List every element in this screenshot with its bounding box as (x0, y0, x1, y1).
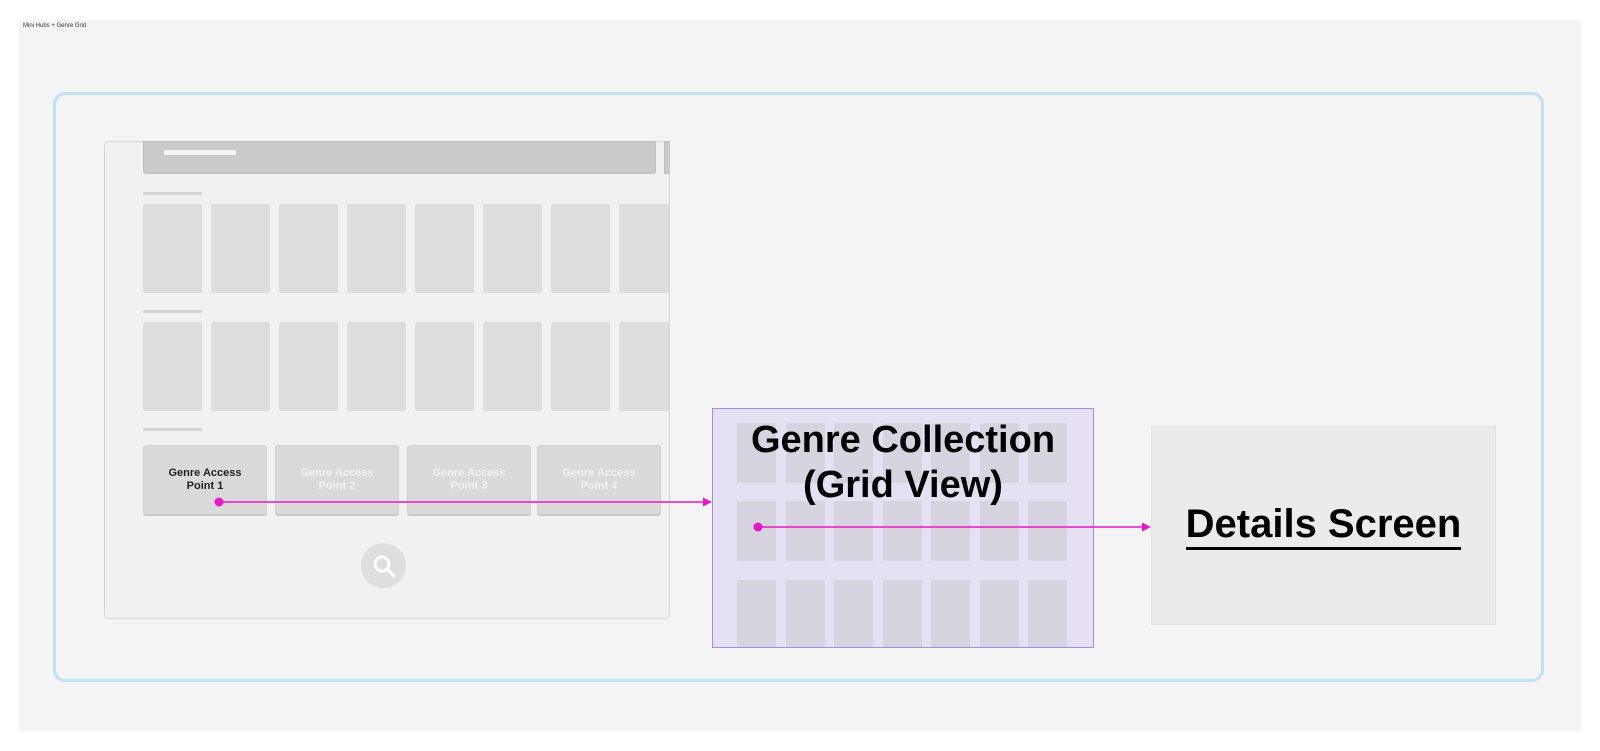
grid-tile-placeholder[interactable] (785, 580, 825, 647)
grid-tile-placeholder[interactable] (979, 501, 1019, 561)
genre-access-point-4[interactable]: Genre Access Point 4 (537, 445, 661, 516)
search-bar-text-placeholder (164, 150, 236, 155)
hub-tile-placeholder[interactable] (143, 322, 202, 411)
genre-access-point-label: Genre Access Point 3 (432, 467, 506, 492)
row-label-placeholder (143, 192, 202, 195)
grid-tile-placeholder[interactable] (979, 423, 1019, 483)
row-label-placeholder (143, 310, 202, 313)
grid-tile-placeholder[interactable] (1028, 501, 1067, 561)
genre-access-point-1[interactable]: Genre Access Point 1 (143, 445, 267, 516)
hub-tile-placeholder[interactable] (483, 322, 542, 411)
search-button[interactable] (361, 543, 406, 588)
hub-tile-placeholder[interactable] (279, 204, 338, 293)
grid-tile-placeholder[interactable] (1028, 423, 1067, 483)
hub-tile-placeholder[interactable] (143, 204, 202, 293)
grid-tile-placeholder[interactable] (834, 580, 873, 647)
grid-tile-placeholder[interactable] (834, 501, 873, 561)
hub-tile-placeholder[interactable] (347, 322, 406, 411)
hub-tile-placeholder[interactable] (619, 204, 669, 293)
genre-access-point-label: Genre Access Point 2 (300, 467, 374, 492)
grid-tile-placeholder[interactable] (785, 423, 825, 483)
grid-tile-placeholder[interactable] (882, 580, 922, 647)
search-icon (373, 555, 395, 577)
hub-tile-placeholder[interactable] (415, 204, 474, 293)
hub-tile-placeholder[interactable] (211, 204, 270, 293)
grid-tile-placeholder[interactable] (882, 423, 922, 483)
grid-tile-placeholder[interactable] (737, 423, 776, 483)
search-bar[interactable] (143, 141, 656, 174)
grid-tile-placeholder[interactable] (737, 501, 776, 561)
hub-tile-placeholder[interactable] (551, 204, 610, 293)
genre-access-point-2[interactable]: Genre Access Point 2 (275, 445, 399, 516)
grid-tile-placeholder[interactable] (834, 423, 873, 483)
genre-collection-title: Genre Collection (Grid View) (750, 419, 1056, 506)
grid-tile-placeholder[interactable] (931, 580, 970, 647)
genre-access-point-label: Genre Access Point 1 (168, 467, 242, 492)
section-outline (53, 92, 1544, 682)
grid-tile-placeholder[interactable] (931, 423, 970, 483)
hub-tile-placeholder[interactable] (551, 322, 610, 411)
genre-access-point-label: Genre Access Point 4 (562, 467, 636, 492)
grid-tile-placeholder[interactable] (1028, 580, 1067, 647)
frame-title: Mini Hubs + Genre Grid (23, 23, 87, 29)
grid-tile-placeholder[interactable] (882, 501, 922, 561)
genre-access-point-3[interactable]: Genre Access Point 3 (407, 445, 531, 516)
hub-tile-placeholder[interactable] (211, 322, 270, 411)
details-screen: Details Screen (1151, 426, 1496, 625)
grid-tile-placeholder[interactable] (979, 580, 1019, 647)
grid-tile-placeholder[interactable] (931, 501, 970, 561)
hub-tile-placeholder[interactable] (415, 322, 474, 411)
hub-tile-placeholder[interactable] (483, 204, 542, 293)
grid-tile-placeholder[interactable] (737, 580, 776, 647)
genre-collection-grid (712, 408, 1094, 648)
hub-tile-placeholder[interactable] (279, 322, 338, 411)
hub-tile-placeholder[interactable] (619, 322, 669, 411)
search-bar-stub (664, 141, 670, 174)
hub-tile-placeholder[interactable] (347, 204, 406, 293)
row-label-placeholder (143, 428, 202, 431)
grid-tile-placeholder[interactable] (785, 501, 825, 561)
details-screen-title: Details Screen (1185, 502, 1462, 550)
